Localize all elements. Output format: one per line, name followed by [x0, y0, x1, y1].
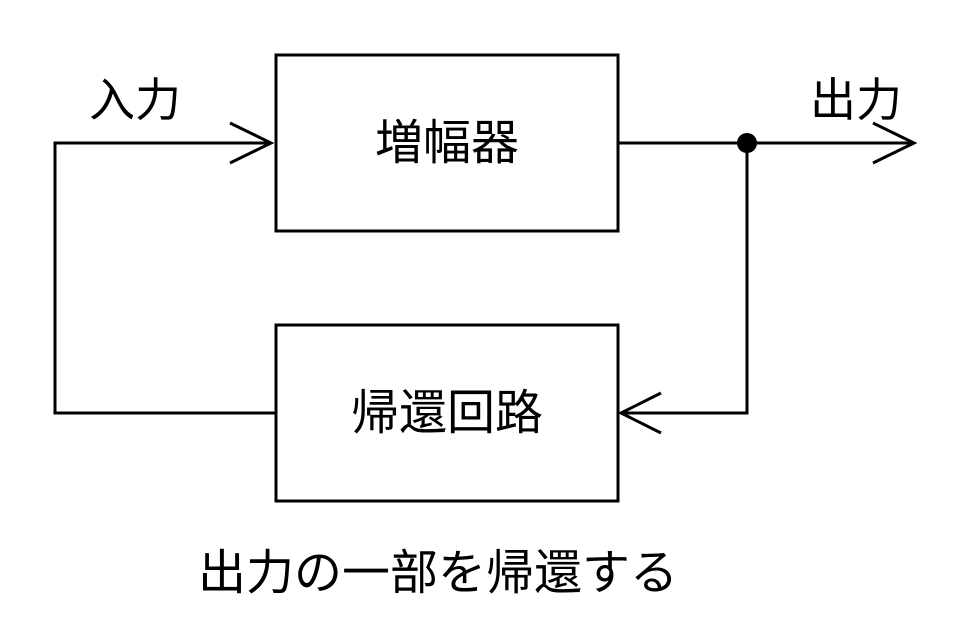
output-junction-dot [737, 133, 757, 153]
amplifier-label: 増幅器 [375, 115, 519, 171]
output-arrowhead [872, 121, 918, 165]
amplifier-block: 増幅器 [274, 53, 620, 233]
input-arrowhead [229, 121, 275, 165]
amplifier-box [274, 53, 620, 233]
output-label: 出力 [810, 73, 902, 127]
feedback-circuit-box [274, 323, 620, 503]
feedback-circuit-block: 帰還回路 [274, 323, 620, 503]
feedback-return-wire [53, 141, 278, 415]
feedback-arrowhead [617, 391, 662, 435]
input-label: 入力 [89, 73, 181, 127]
diagram-caption: 出力の一部を帰還する [198, 545, 678, 601]
feedback-tap-wire [620, 141, 749, 415]
feedback-circuit-label: 帰還回路 [351, 385, 543, 441]
